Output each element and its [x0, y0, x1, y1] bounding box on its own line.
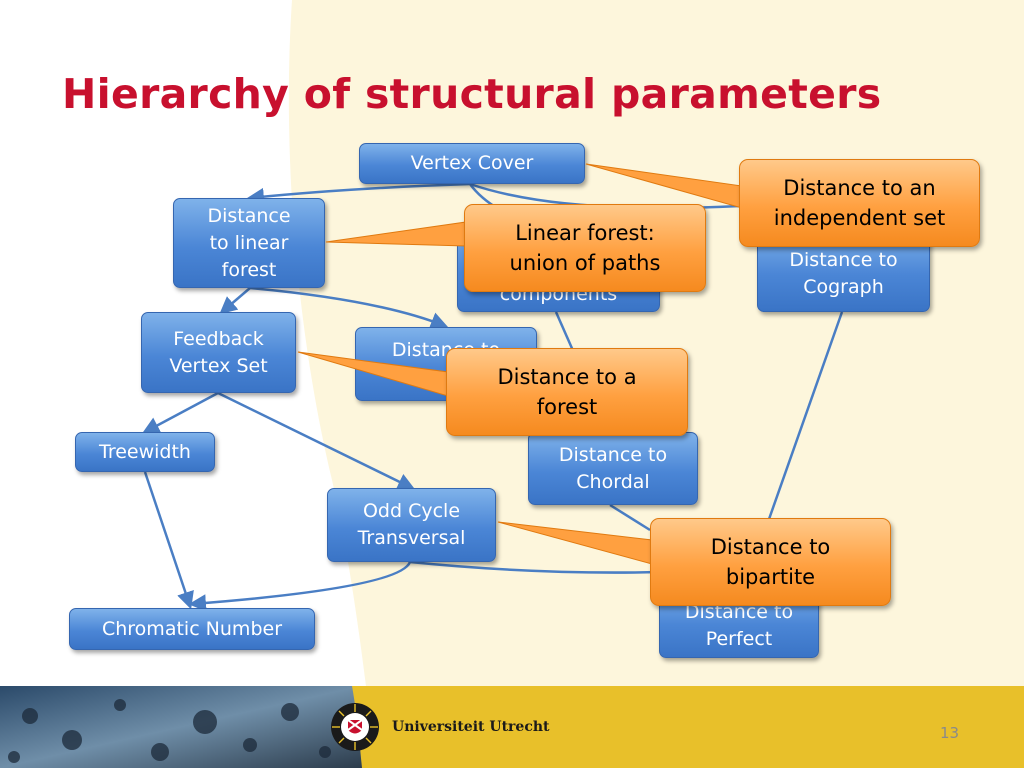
edge-oct-to-perfect	[409, 560, 661, 574]
slide-title: Hierarchy of structural parameters	[62, 70, 882, 118]
node-odd-cycle-transversal[interactable]: Odd Cycle Transversal	[327, 488, 496, 562]
callout-linear-forest: Linear forest: union of paths	[464, 204, 706, 292]
edge-fvs-to-oct	[217, 391, 416, 490]
edge-chordal-to-perfect	[609, 503, 651, 532]
university-name: Universiteit Utrecht	[392, 719, 550, 735]
page-number: 13	[940, 724, 960, 742]
edge-treewidth-to-chromatic	[143, 471, 194, 610]
node-treewidth[interactable]: Treewidth	[75, 432, 215, 472]
node-vertex-cover[interactable]: Vertex Cover	[359, 143, 585, 184]
node-feedback-vertex-set[interactable]: Feedback Vertex Set	[141, 312, 296, 393]
node-distance-linear-forest[interactable]: Distance to linear forest	[173, 198, 325, 288]
edge-vc-to-linear-forest	[246, 182, 471, 206]
callout-forest: Distance to a forest	[446, 348, 688, 436]
edge-linear-forest-to-fvs	[219, 287, 251, 315]
node-chromatic-number[interactable]: Chromatic Number	[69, 608, 315, 650]
university-seal-icon	[331, 703, 379, 751]
edge-oct-to-chromatic	[188, 561, 412, 612]
callout-independent-set: Distance to an independent set	[739, 159, 980, 247]
node-distance-chordal[interactable]: Distance to Chordal	[528, 432, 698, 505]
edge-fvs-to-treewidth	[141, 391, 219, 434]
callout-bipartite: Distance to bipartite	[650, 518, 891, 606]
edge-cograph-to-perfect	[766, 311, 844, 523]
edge-linear-forest-to-interval	[249, 286, 449, 329]
